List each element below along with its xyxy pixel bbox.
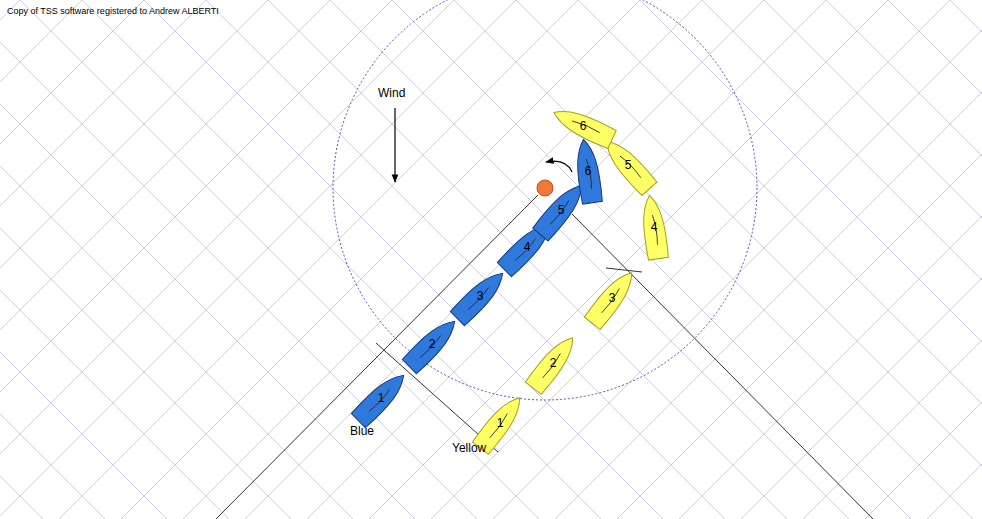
boat-number: 1 xyxy=(369,391,393,405)
grid-line xyxy=(20,0,539,519)
grid-line xyxy=(0,0,516,519)
grid-line xyxy=(392,0,911,519)
boat-name: Yellow xyxy=(452,441,486,455)
grid-line xyxy=(206,0,725,519)
boat-number: 2 xyxy=(420,337,444,351)
boat-number: 3 xyxy=(468,289,492,303)
boat: 4 xyxy=(642,195,666,259)
hull-outline xyxy=(573,138,603,204)
boat-number: 2 xyxy=(541,356,565,370)
boat: 2 xyxy=(420,312,444,376)
hull-outline xyxy=(584,266,640,329)
boat-number: 6 xyxy=(571,119,595,133)
boat-number: 6 xyxy=(576,164,600,178)
boat-number: 5 xyxy=(616,158,640,172)
boat: 6 xyxy=(571,94,595,158)
grid-line xyxy=(555,0,982,519)
grid-line xyxy=(0,0,353,519)
boat: 1 xyxy=(488,391,512,455)
grid-line xyxy=(0,0,20,519)
watermark: Copy of TSS software registered to Andre… xyxy=(7,6,219,16)
boat-name: Blue xyxy=(350,424,374,438)
boat-number: 4 xyxy=(642,220,666,234)
grid-line xyxy=(516,0,982,519)
grid-line xyxy=(640,0,982,519)
boat-number: 1 xyxy=(488,416,512,430)
boat-number: 5 xyxy=(549,203,573,217)
grid-line xyxy=(59,0,578,519)
hull-outline xyxy=(525,331,581,394)
boat-number: 4 xyxy=(515,240,539,254)
boat: 3 xyxy=(600,266,624,330)
grid-line xyxy=(0,0,268,519)
grid-line xyxy=(0,0,291,519)
grid-line xyxy=(183,0,702,519)
grid-line xyxy=(950,0,982,519)
rounding-arrow xyxy=(546,161,572,172)
grid-line xyxy=(330,0,849,519)
grid-line xyxy=(927,0,982,519)
grid-line xyxy=(454,0,973,519)
boat: 6 xyxy=(576,139,600,203)
grid-line xyxy=(741,0,982,519)
grid-line xyxy=(493,0,982,519)
grid-line xyxy=(307,0,826,519)
boat: 2 xyxy=(541,331,565,395)
grid-line xyxy=(431,0,950,519)
hull-outline xyxy=(402,314,462,374)
grid-line xyxy=(82,0,601,519)
grid-line xyxy=(617,0,982,519)
grid-line xyxy=(0,0,144,519)
grid-line xyxy=(803,0,982,519)
overlap-line xyxy=(606,268,642,272)
grid-line xyxy=(0,0,415,519)
hull-outline xyxy=(550,103,617,149)
grid-line xyxy=(144,0,663,519)
hull-outline xyxy=(450,266,510,326)
boat-number: 3 xyxy=(600,291,624,305)
grid-line xyxy=(0,0,454,519)
boat: 1 xyxy=(369,366,393,430)
boat: 5 xyxy=(616,133,640,197)
grid-line xyxy=(0,0,167,519)
layline xyxy=(216,195,538,519)
layline xyxy=(572,214,873,519)
grid-line xyxy=(0,0,330,519)
grid-line xyxy=(0,0,392,519)
mark-buoy xyxy=(537,180,553,196)
wind-arrow xyxy=(394,108,395,182)
hull-outline xyxy=(639,194,669,260)
grid-line xyxy=(865,0,982,519)
zone-circle xyxy=(333,0,757,400)
boat: 5 xyxy=(549,178,573,242)
grid-line xyxy=(888,0,982,519)
grid-line xyxy=(0,0,477,519)
grid-line xyxy=(0,0,206,519)
hull-outline xyxy=(351,368,411,428)
boat: 3 xyxy=(468,264,492,328)
grid-line xyxy=(245,0,764,519)
grid-line xyxy=(121,0,640,519)
grid-line xyxy=(679,0,982,519)
wind-label: Wind xyxy=(378,86,405,100)
grid-line xyxy=(826,0,982,519)
grid-line xyxy=(369,0,888,519)
